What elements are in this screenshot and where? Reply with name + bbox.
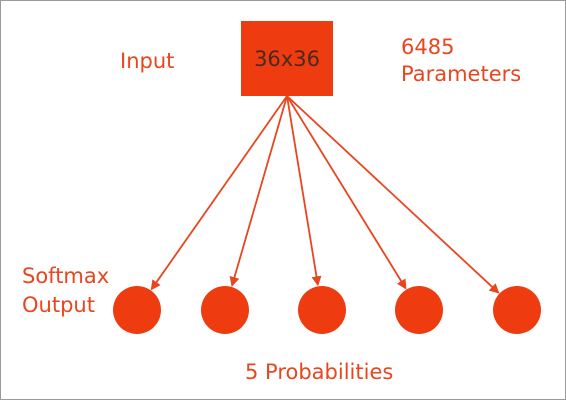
output-label: Output [22, 293, 95, 317]
output-node-1 [113, 286, 161, 334]
input-box [241, 21, 333, 96]
parameters-count: 6485 [401, 35, 455, 59]
output-node-5 [493, 286, 541, 334]
connection-arrows [150, 95, 500, 294]
arrow-2 [229, 95, 288, 287]
output-node-4 [395, 286, 443, 334]
softmax-label: Softmax [22, 264, 110, 288]
arrow-3 [286, 95, 322, 287]
output-nodes [113, 286, 541, 334]
probabilities-label: 5 Probabilities [245, 360, 394, 384]
parameters-label: Parameters [401, 62, 522, 86]
output-node-3 [298, 286, 346, 334]
input-box-label: 36x36 [254, 47, 320, 71]
arrow-5 [286, 95, 500, 294]
output-node-2 [201, 286, 249, 334]
input-label: Input [120, 49, 175, 73]
arrow-1 [150, 95, 288, 291]
arrow-4 [286, 95, 407, 290]
